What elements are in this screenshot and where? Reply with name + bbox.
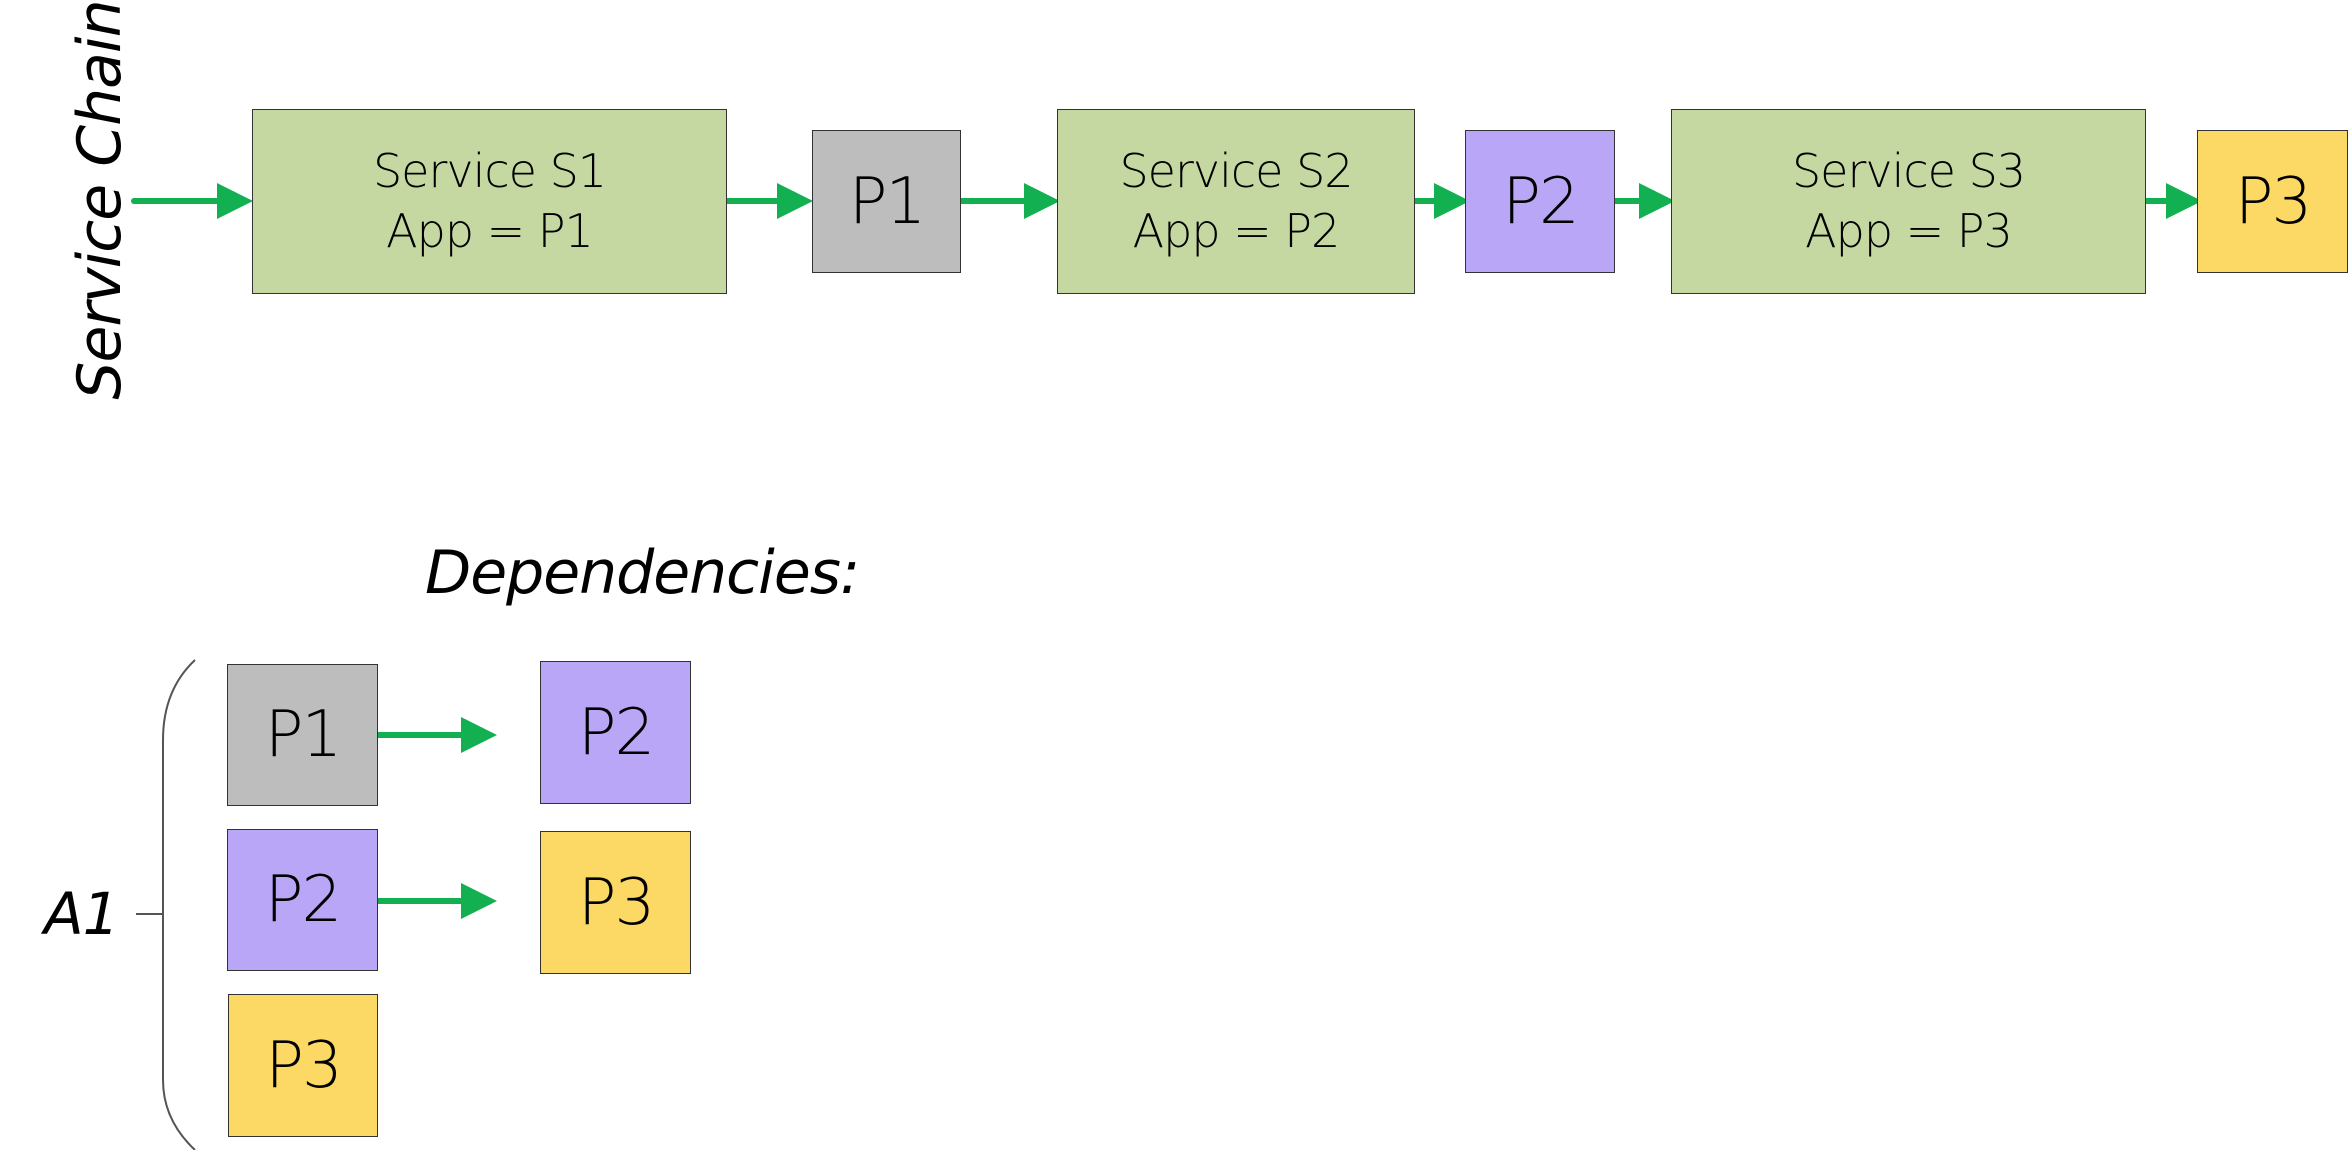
dep-p2-target: P2 <box>540 661 691 804</box>
service-app: App = P2 <box>1132 203 1341 258</box>
service-name: Service S3 <box>1791 143 2026 198</box>
package-p2-box: P2 <box>1465 130 1615 273</box>
group-brace <box>162 659 196 1150</box>
service-s3-box: Service S3 App = P3 <box>1671 109 2146 294</box>
dependencies-title: Dependencies: <box>425 538 860 608</box>
service-s2-box: Service S2 App = P2 <box>1057 109 1415 294</box>
service-name: Service S1 <box>372 143 607 198</box>
package-p3-box: P3 <box>2197 130 2348 273</box>
dep-p2-source: P2 <box>227 829 378 971</box>
service-chain-title: Service Chain <box>65 0 135 400</box>
dep-p3-target: P3 <box>540 831 691 974</box>
dep-p3-source: P3 <box>228 994 378 1137</box>
dep-p1-source: P1 <box>227 664 378 806</box>
service-name: Service S2 <box>1119 143 1353 198</box>
service-app: App = P1 <box>386 203 594 258</box>
service-s1-box: Service S1 App = P1 <box>252 109 727 294</box>
group-label-a1: A1 <box>44 880 120 948</box>
service-app: App = P3 <box>1805 203 2013 258</box>
package-p1-box: P1 <box>812 130 961 273</box>
